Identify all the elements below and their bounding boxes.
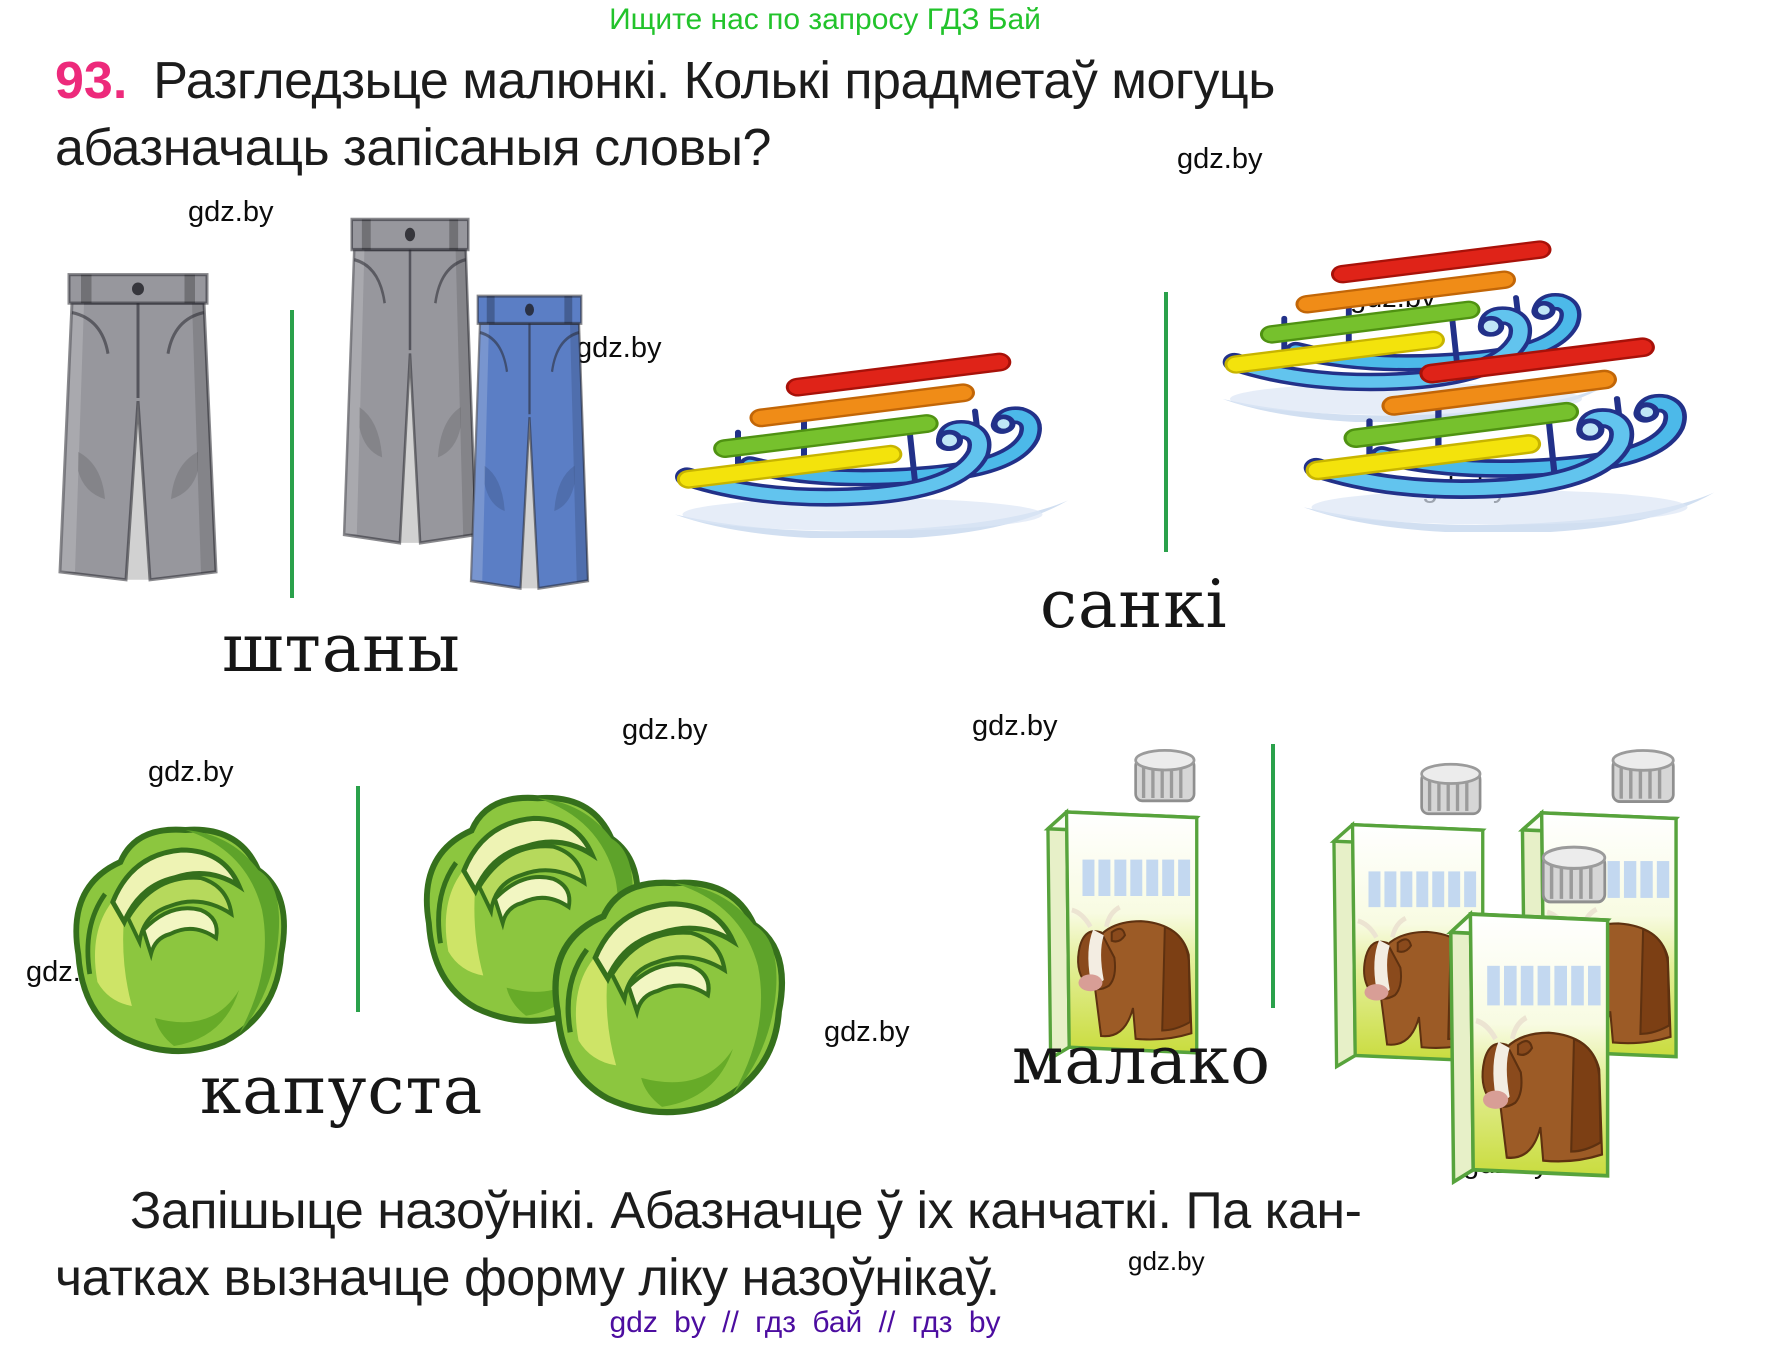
- watermark: gdz.by: [148, 756, 234, 788]
- task2-line2: чатках вызначце форму ліку назоўнікаў.: [55, 1249, 1000, 1307]
- sled-pair-front-illustration: [1288, 322, 1758, 532]
- cabbage-single-illustration: [40, 798, 308, 1078]
- watermark: gdz.by: [576, 332, 662, 364]
- label-cabbage: капуста: [200, 1052, 484, 1129]
- task2-paragraph: Запішыце назоўнікі. Абазначце ў іх канча…: [55, 1178, 1575, 1312]
- milk-single-illustration: [1032, 742, 1218, 1064]
- milk-group-front-illustration: [1434, 838, 1630, 1188]
- footer-links: gdz by // гдз бай // гдз by: [609, 1306, 1001, 1339]
- watermark: gdz.by: [622, 714, 708, 746]
- watermark: gdz.by: [824, 1016, 910, 1048]
- task1-text: Разгледзьце малюнкі. Колькі прадметаў мо…: [153, 52, 1275, 110]
- trousers-divider-line: [290, 310, 294, 598]
- milk-divider-line: [1271, 744, 1275, 1008]
- watermark: gdz.by: [188, 196, 274, 228]
- watermark: gdz.by: [972, 710, 1058, 742]
- task2-line1: Запішыце назоўнікі. Абазначце ў іх канча…: [130, 1182, 1362, 1240]
- task1-paragraph: 93. Разгледзьце малюнкі. Колькі прадметаў…: [55, 48, 1575, 182]
- sled-divider-line: [1164, 292, 1168, 552]
- cabbage-pair-front-illustration: [516, 850, 808, 1140]
- trousers-single-illustration: [48, 262, 228, 594]
- cabbage-divider-line: [356, 786, 360, 1012]
- watermark: gdz.by: [1177, 143, 1263, 175]
- label-trousers: штаны: [222, 610, 461, 687]
- label-milk: малако: [1012, 1022, 1271, 1099]
- watermark: gdz.by: [1128, 1246, 1205, 1276]
- trousers-pair-blue-illustration: [462, 284, 597, 602]
- task1-line1: 93. Разгледзьце малюнкі. Колькі прадметаў…: [55, 48, 1575, 115]
- label-sled: санкі: [1040, 566, 1228, 643]
- exercise-number: 93.: [55, 52, 128, 110]
- task1-line2: абазначаць запісаныя словы?: [55, 119, 771, 177]
- sled-single-illustration: [660, 338, 1110, 538]
- promo-header: Ищите нас по запросу ГДЗ Бай: [609, 3, 1041, 36]
